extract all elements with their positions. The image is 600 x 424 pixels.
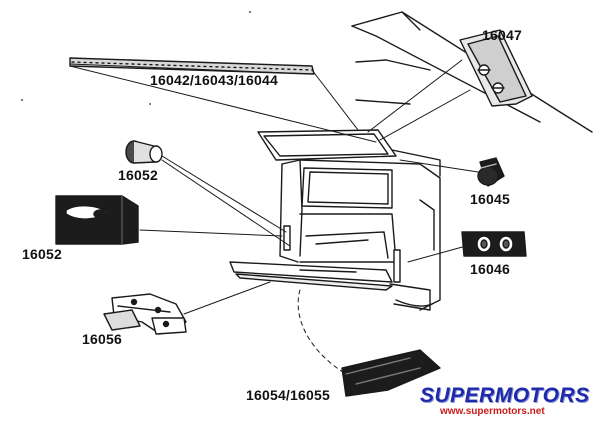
label-bumper-left: 16052 [118, 167, 158, 183]
gate-mat-part [341, 349, 441, 397]
label-trim-strip: 16042/16043/16044 [150, 72, 278, 88]
bumper-stop-right-part [477, 157, 505, 187]
label-tailgate-hinge: 16056 [82, 331, 122, 347]
trim-strip-part [69, 57, 315, 75]
supermotors-logo: SUPERMOTORS www.supermotors.net [416, 384, 598, 422]
bumper-stop-part [125, 140, 163, 164]
leader-lines [69, 59, 479, 375]
label-gate-mat: 16054/16055 [246, 387, 330, 403]
latch-cover-part [459, 29, 533, 107]
logo-url-text: www.supermotors.net [440, 406, 545, 417]
tailgate-hinge-part [103, 293, 187, 335]
label-latch-top: 16047 [482, 27, 522, 43]
label-pad-left: 16052 [22, 246, 62, 262]
logo-brand-text: SUPERMOTORS [420, 384, 590, 407]
roof-corner [351, 11, 593, 133]
scan-dots [21, 11, 251, 105]
truck-rear-body [257, 129, 441, 311]
tailgate [229, 261, 393, 291]
label-hinge-cover: 16046 [470, 261, 510, 277]
label-bumper-right: 16045 [470, 191, 510, 207]
hinge-cover-part [461, 231, 527, 257]
mount-pad-part [55, 195, 139, 245]
